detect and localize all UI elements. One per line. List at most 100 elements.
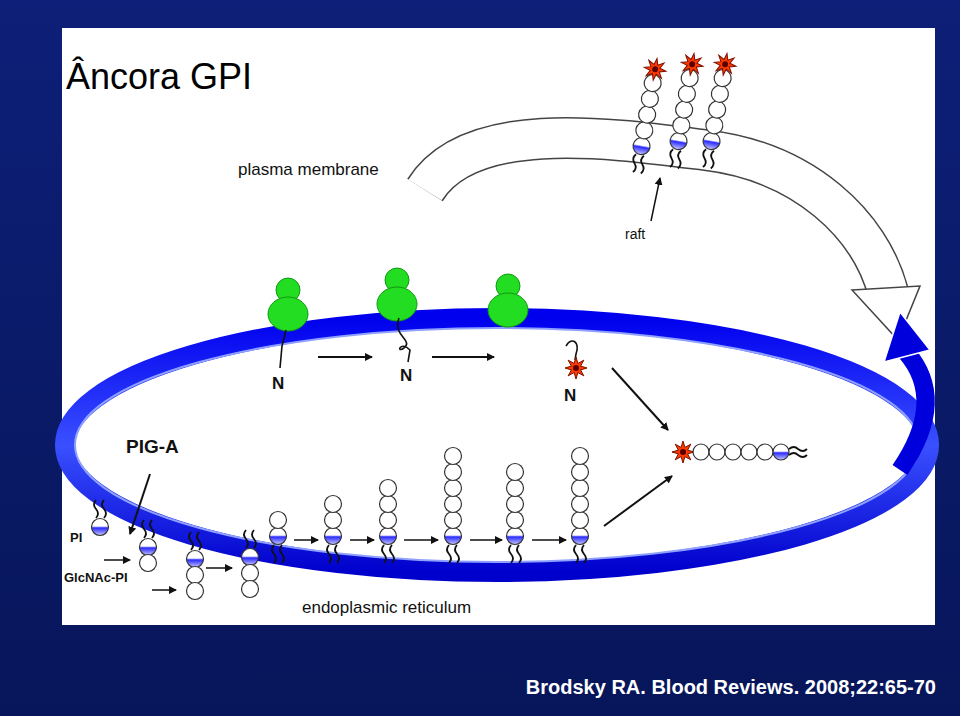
lipid-tail	[701, 149, 708, 167]
sugar	[445, 464, 462, 481]
sugar	[380, 480, 397, 497]
lipid-tail	[382, 545, 386, 563]
lipid-tail	[676, 150, 683, 168]
inositol	[773, 444, 789, 460]
lipid-tail	[509, 545, 513, 563]
sugar	[640, 89, 660, 109]
sugar	[725, 444, 741, 460]
lipid-tail	[631, 154, 638, 172]
sugar	[709, 444, 725, 460]
lipid-tail	[789, 453, 807, 457]
sugar	[674, 100, 694, 120]
sugar	[242, 581, 259, 598]
sugar	[572, 464, 589, 481]
lipid-tail	[455, 545, 459, 563]
sugar	[507, 496, 524, 513]
inositol	[507, 528, 524, 545]
gpi-star	[672, 441, 694, 463]
lipid-tail	[709, 150, 716, 168]
green-proteins	[268, 268, 577, 368]
lipid-tail	[447, 545, 451, 563]
sugar	[445, 496, 462, 513]
lipid-tail	[272, 545, 276, 563]
sugar	[637, 105, 657, 125]
lipid-tail	[327, 545, 331, 563]
blue-arrow-head	[884, 312, 930, 362]
sugar	[140, 555, 157, 572]
sugar	[445, 512, 462, 529]
sugar	[741, 444, 757, 460]
lipid-tail	[517, 545, 521, 563]
lipid-tail	[582, 545, 586, 563]
er-label: endoplasmic reticulum	[302, 598, 471, 618]
inositol	[187, 551, 204, 568]
lipid-tail	[789, 447, 807, 451]
inositol	[445, 528, 462, 545]
lipid-tail	[142, 520, 146, 538]
lipid-tail	[197, 532, 201, 550]
sugar	[187, 567, 204, 584]
sugar	[270, 512, 287, 529]
lipid-tail	[150, 520, 154, 538]
inositol	[380, 528, 397, 545]
slide-title: Âncora GPI	[66, 56, 252, 98]
lipid-tail	[668, 149, 675, 167]
lipid-tail	[280, 545, 284, 563]
sugar	[693, 444, 709, 460]
membrane-gpi	[626, 57, 668, 175]
gpi-star	[565, 357, 587, 379]
sugar	[677, 84, 697, 104]
lipid-tail	[335, 545, 339, 563]
gene-label: PIG-A	[126, 436, 179, 458]
sugar	[507, 480, 524, 497]
membrane-arrow-outline	[425, 138, 888, 292]
membrane-gpi	[696, 52, 738, 170]
membrane-label: plasma membrane	[238, 160, 379, 180]
lipid-tail	[94, 500, 98, 518]
membrane-gpi	[663, 52, 705, 170]
sugar	[671, 116, 691, 136]
gpi-stacks	[92, 52, 808, 600]
gpi-star-core	[722, 61, 729, 68]
lipid-label: PI	[70, 530, 82, 545]
inositol	[92, 519, 109, 536]
lipid-tail	[390, 545, 394, 563]
sugar	[380, 512, 397, 529]
citation: Brodsky RA. Blood Reviews. 2008;22:65-70	[526, 676, 936, 699]
inositol	[702, 131, 722, 151]
sugar	[507, 512, 524, 529]
lipid-tail	[252, 530, 256, 548]
gpi-star	[642, 57, 667, 82]
sugar	[187, 583, 204, 600]
sugar	[572, 496, 589, 513]
sugar	[325, 496, 342, 513]
inositol	[140, 539, 157, 556]
inositol	[242, 549, 259, 566]
sugar	[380, 496, 397, 513]
sugar	[710, 84, 730, 104]
inositol	[669, 131, 689, 151]
lipid-label: GlcNAc-PI	[64, 570, 128, 585]
sugar	[325, 512, 342, 529]
sugar	[572, 512, 589, 529]
sugar	[707, 100, 727, 120]
inositol	[270, 528, 287, 545]
sugar	[634, 121, 654, 141]
gpi-star-core	[689, 61, 696, 68]
gpi-star	[712, 52, 737, 77]
er-membrane-inner	[75, 328, 919, 562]
inositol	[325, 528, 342, 545]
membrane-arrow-fill	[425, 138, 888, 292]
raft-arrow	[651, 178, 660, 221]
blue-arrow	[900, 352, 926, 470]
gpi-star	[679, 52, 704, 77]
sugar	[572, 480, 589, 497]
lipid-tail	[574, 545, 578, 563]
sugar	[704, 116, 724, 136]
sugar	[507, 464, 524, 481]
process-arrows	[104, 357, 672, 590]
gpi-star-core	[680, 449, 686, 455]
inositol	[632, 136, 652, 156]
lipid-tail	[102, 500, 106, 518]
